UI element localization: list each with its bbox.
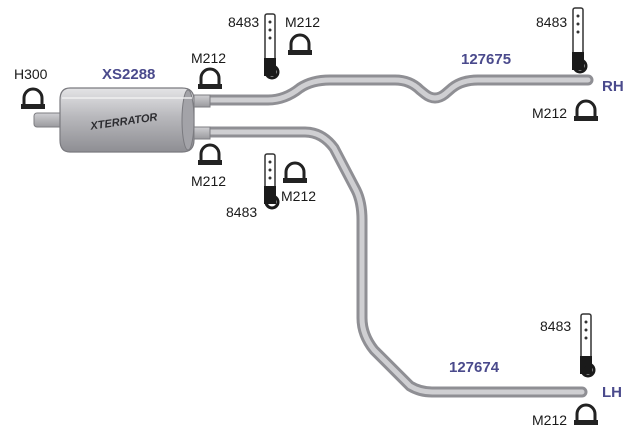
label-hanger-rh-front: 8483: [228, 14, 260, 30]
label-clamp-outlet-rh: M212: [191, 50, 227, 66]
label-rh-pipe-part: 127675: [461, 51, 512, 68]
label-hanger-lh-front: 8483: [226, 204, 258, 220]
clamp-m212-outlet-lh-icon: [198, 143, 222, 165]
label-hanger-rh-rear: 8483: [536, 14, 568, 30]
label-clamp-outlet-lh: M212: [191, 173, 227, 189]
clamp-m212-rh-rear-icon: [574, 99, 598, 121]
lh-pipe: [199, 126, 588, 398]
muffler-outlet-rh: [193, 94, 211, 108]
label-side-left: LH: [602, 384, 622, 401]
hanger-lh-front-icon: [264, 153, 280, 210]
clamp-m212-outlet-rh-icon: [198, 67, 222, 89]
muffler-outlet-lh: [193, 126, 211, 140]
label-clamp-lh-rear: M212: [532, 412, 568, 428]
label-lh-pipe-part: 127674: [449, 359, 500, 376]
clamp-m212-lh-rear-icon: [574, 403, 598, 425]
hanger-rh-front-icon: [264, 13, 280, 80]
muffler: XTERRATOR: [59, 87, 195, 153]
hanger-lh-rear-icon: [580, 313, 596, 378]
label-side-right: RH: [602, 78, 624, 95]
rh-pipe: [199, 74, 594, 106]
label-hanger-lh-rear: 8483: [540, 318, 572, 334]
hanger-rh-rear-icon: [572, 7, 588, 74]
clamp-m212-rh-front-icon: [288, 33, 312, 55]
label-inlet-clamp: H300: [14, 66, 48, 82]
label-clamp-rh-rear: M212: [532, 105, 568, 121]
clamp-h300-icon: [21, 87, 45, 109]
label-clamp-lh-front: M212: [281, 188, 317, 204]
clamp-m212-lh-front-icon: [283, 161, 307, 183]
label-clamp-rh-front: M212: [285, 14, 321, 30]
label-muffler-part: XS2288: [102, 66, 156, 83]
